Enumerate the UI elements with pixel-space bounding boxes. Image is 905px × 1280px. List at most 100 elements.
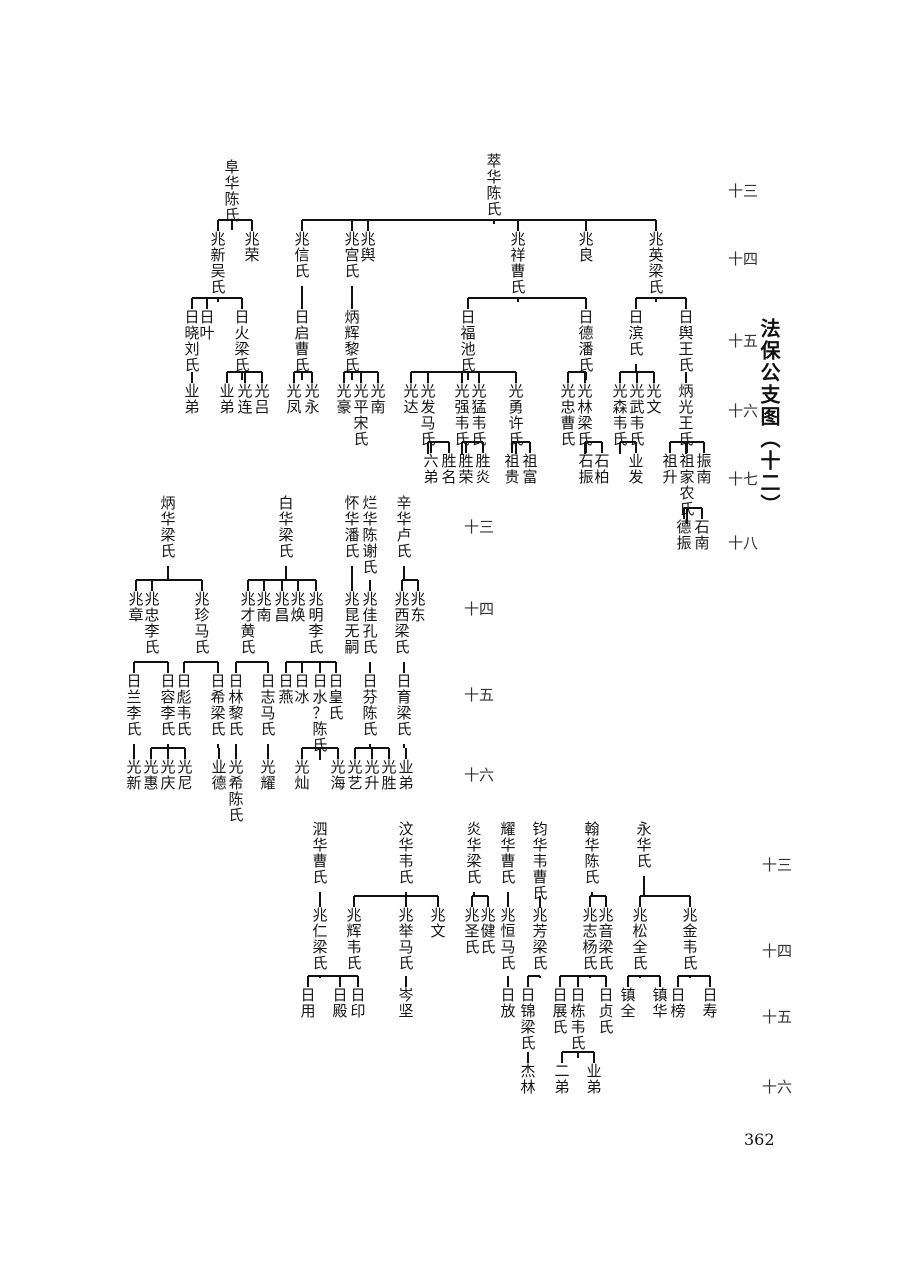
svg-text:兆: 兆	[194, 590, 209, 608]
lineage-connector-b10	[410, 371, 517, 383]
lineage-connector-b7	[635, 297, 687, 309]
svg-text:梁: 梁	[577, 414, 592, 432]
lineage-connector-b8	[293, 371, 313, 383]
svg-text:芳: 芳	[532, 922, 547, 940]
person-node-b12: 日滨氏	[628, 308, 643, 358]
svg-text:振: 振	[578, 468, 593, 486]
svg-text:晓: 晓	[184, 324, 199, 342]
svg-text:德: 德	[578, 324, 593, 342]
svg-text:日: 日	[578, 308, 593, 326]
svg-text:彪: 彪	[176, 688, 191, 706]
svg-text:华: 华	[362, 510, 377, 528]
svg-text:业: 业	[398, 758, 413, 776]
svg-text:胜: 胜	[458, 452, 473, 470]
person-node-m4: 镇全	[620, 986, 635, 1020]
svg-text:潘: 潘	[344, 526, 359, 544]
lineage-connector-c1	[135, 566, 203, 591]
svg-text:勇: 勇	[508, 398, 523, 416]
svg-text:氏: 氏	[560, 430, 575, 448]
svg-text:韦: 韦	[532, 852, 547, 870]
person-node-a10: 光吕	[254, 382, 269, 416]
svg-text:光: 光	[560, 382, 575, 400]
svg-text:氏: 氏	[194, 638, 209, 656]
svg-text:兆: 兆	[308, 590, 323, 608]
svg-text:李: 李	[308, 622, 323, 640]
person-node-b35: 祖富	[522, 452, 537, 486]
svg-text:氏: 氏	[396, 542, 411, 560]
svg-text:岑: 岑	[398, 986, 413, 1004]
person-node-b3: 兆宫氏	[344, 230, 359, 280]
svg-text:南: 南	[256, 606, 271, 624]
svg-text:兆: 兆	[410, 590, 425, 608]
svg-text:林: 林	[228, 688, 243, 706]
generation-marker: 十四	[464, 600, 494, 618]
svg-text:氏: 氏	[520, 1034, 535, 1052]
svg-text:华: 华	[398, 836, 413, 854]
svg-text:钧: 钧	[532, 820, 547, 838]
page-title: 法保公支图（十二）	[757, 318, 781, 516]
svg-text:光: 光	[336, 382, 351, 400]
svg-text:韦: 韦	[570, 1018, 585, 1036]
svg-text:王: 王	[678, 340, 693, 358]
svg-text:氏: 氏	[584, 868, 599, 886]
svg-text:希: 希	[210, 688, 225, 706]
person-node-i3: 兆健氏	[480, 906, 495, 956]
svg-text:氏: 氏	[648, 278, 663, 296]
svg-text:光: 光	[629, 382, 644, 400]
svg-text:新: 新	[210, 246, 225, 264]
svg-text:展: 展	[552, 1002, 567, 1020]
svg-text:兆: 兆	[256, 590, 271, 608]
svg-text:石: 石	[694, 518, 709, 536]
generation-marker: 十六	[464, 766, 494, 784]
svg-text:光: 光	[471, 382, 486, 400]
person-node-b36: 石振	[578, 452, 593, 486]
svg-text:氏: 氏	[160, 720, 175, 738]
svg-text:日: 日	[628, 308, 643, 326]
svg-text:光: 光	[577, 382, 592, 400]
svg-text:弟: 弟	[423, 468, 438, 486]
svg-text:光: 光	[364, 758, 379, 776]
lineage-connector-e5	[354, 744, 390, 759]
svg-text:良: 良	[578, 246, 593, 264]
svg-text:炎: 炎	[466, 820, 481, 838]
svg-text:容: 容	[160, 688, 175, 706]
svg-text:锦: 锦	[520, 1002, 535, 1020]
svg-text:陈: 陈	[312, 720, 327, 738]
svg-text:日: 日	[702, 986, 717, 1004]
svg-text:石: 石	[578, 452, 593, 470]
person-node-e7: 光升	[364, 758, 379, 792]
svg-text:氏: 氏	[486, 200, 501, 218]
svg-text:华: 华	[652, 1002, 667, 1020]
generation-marker: 十五	[728, 332, 758, 350]
generation-marker: 十七	[728, 470, 758, 488]
svg-text:日: 日	[199, 308, 214, 326]
person-node-b6: 兆良	[578, 230, 593, 264]
svg-text:氏: 氏	[466, 868, 481, 886]
svg-text:华: 华	[278, 510, 293, 528]
person-node-g5: 日印	[350, 986, 365, 1020]
svg-text:李: 李	[160, 704, 175, 722]
svg-text:强: 强	[454, 398, 469, 416]
svg-text:日: 日	[228, 672, 243, 690]
svg-text:南: 南	[696, 468, 711, 486]
svg-text:升: 升	[364, 774, 379, 792]
svg-text:氏: 氏	[460, 356, 475, 374]
generation-marker: 十五	[762, 1008, 792, 1026]
lineage-connector-l3	[559, 975, 607, 987]
svg-text:氏: 氏	[464, 938, 479, 956]
